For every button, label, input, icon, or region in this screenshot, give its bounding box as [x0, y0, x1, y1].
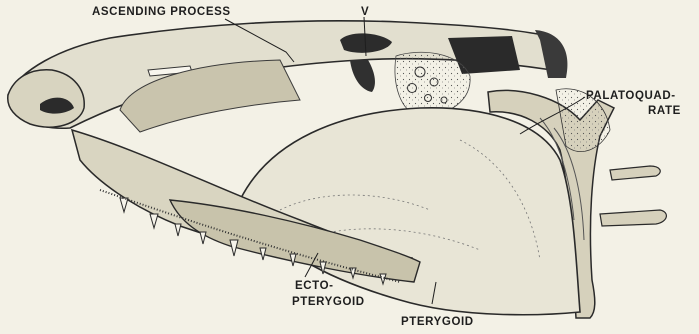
- pterygoid-plate: [240, 108, 580, 315]
- stapes: [600, 210, 666, 226]
- label-palatoquadrate-2: RATE: [648, 105, 681, 117]
- label-ectopterygoid-1: ECTO-: [295, 280, 334, 292]
- label-palatoquadrate-1: PALATOQUAD-: [586, 90, 676, 102]
- label-pterygoid: PTERYGOID: [401, 316, 474, 328]
- columella: [610, 166, 660, 180]
- label-ectopterygoid-2: PTERYGOID: [292, 296, 365, 308]
- foramen-v: [350, 60, 375, 92]
- label-ascending-process: ASCENDING PROCESS: [92, 6, 231, 18]
- label-v: V: [361, 6, 369, 18]
